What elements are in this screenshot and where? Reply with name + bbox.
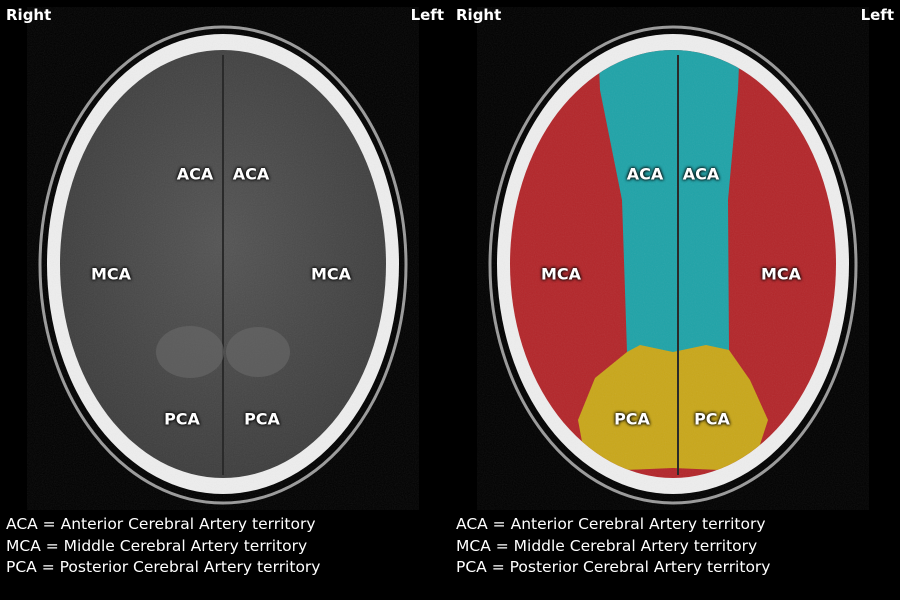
ct-scan-colored — [488, 25, 858, 505]
orientation-left-label: Left — [410, 6, 444, 24]
legend-item-aca: ACA = Anterior Cerebral Artery territory — [6, 515, 316, 533]
mca-label-right: MCA — [90, 264, 132, 284]
legend-item-pca-2: PCA = Posterior Cerebral Artery territor… — [456, 558, 771, 576]
plain-ct-panel: Right Left ACA ACA MCA MCA PCA PCA ACA =… — [6, 6, 444, 579]
mca-label-left: MCA — [310, 264, 352, 284]
legend-item-pca: PCA = Posterior Cerebral Artery territor… — [6, 558, 321, 576]
aca-label-left-2: ACA — [682, 164, 720, 184]
orientation-right-label: Right — [6, 6, 52, 24]
aca-label-right-2: ACA — [626, 164, 664, 184]
pca-label-right-2: PCA — [614, 409, 650, 429]
legend-item-mca: MCA = Middle Cerebral Artery territory — [6, 536, 308, 555]
legend-item-mca-2: MCA = Middle Cerebral Artery territory — [456, 536, 758, 555]
pca-label-left: PCA — [244, 409, 280, 429]
aca-label-right: ACA — [176, 164, 214, 184]
legend-2: ACA = Anterior Cerebral Artery territory… — [456, 514, 770, 579]
mca-label-right-2: MCA — [540, 264, 582, 284]
pca-label-right: PCA — [164, 409, 200, 429]
posterior-region-right — [226, 327, 290, 377]
ct-scan-plain — [38, 25, 408, 505]
orientation-right-label-2: Right — [456, 6, 502, 24]
orientation-left-label-2: Left — [860, 6, 894, 24]
aca-label-left: ACA — [232, 164, 270, 184]
skull-outer — [38, 25, 408, 505]
pca-label-left-2: PCA — [694, 409, 730, 429]
territory-overlay-panel: Right Left ACA ACA MCA MCA PCA PCA ACA =… — [450, 0, 900, 600]
posterior-region-left — [156, 326, 224, 378]
legend: ACA = Anterior Cerebral Artery territory… — [6, 514, 320, 579]
mca-label-left-2: MCA — [760, 264, 802, 284]
legend-item-aca-2: ACA = Anterior Cerebral Artery territory — [456, 515, 766, 533]
